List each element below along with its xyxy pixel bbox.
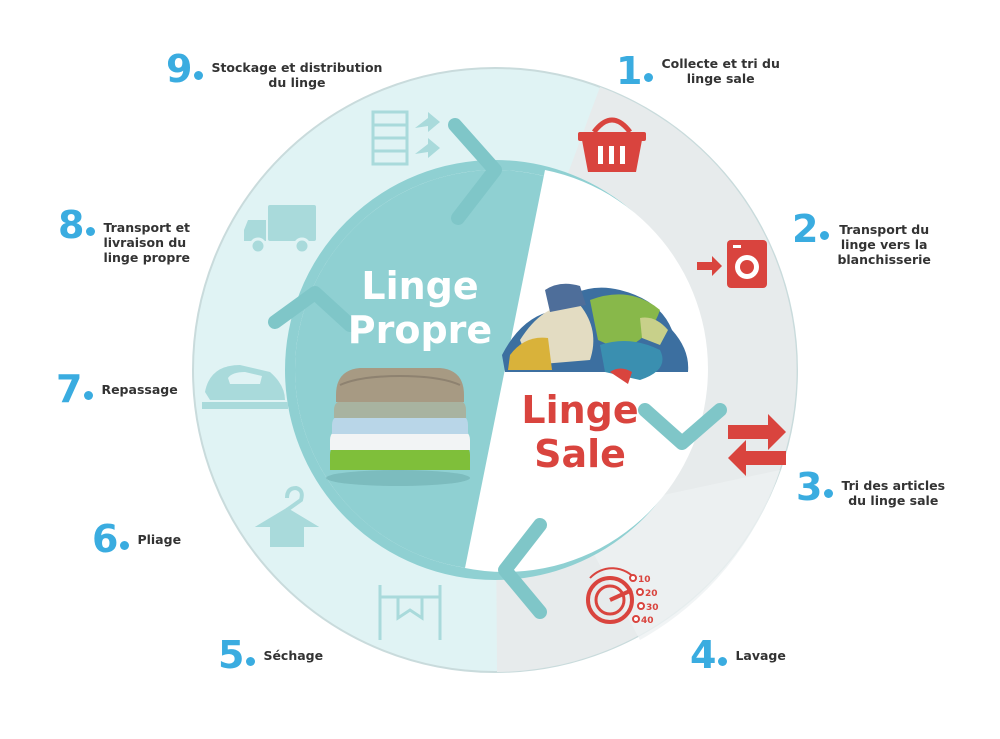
chevron-right-icon — [638, 403, 727, 450]
step-7: 7 Repassage — [56, 370, 178, 408]
step-number: 4 — [690, 636, 727, 674]
step-4: 4 Lavage — [690, 636, 786, 674]
step-number: 6 — [92, 520, 129, 558]
step-5: 5 Séchage — [218, 636, 323, 674]
chevron-bottom-icon — [498, 518, 547, 619]
chevron-top-icon — [448, 118, 502, 225]
folded-linen-photo — [326, 368, 470, 486]
chevron-left-icon — [268, 286, 357, 332]
thermostat-dial-icon — [586, 567, 645, 624]
step-8: 8 Transport et livraison du linge propre — [58, 206, 190, 265]
step-label: Pliage — [137, 531, 182, 547]
step-label: Repassage — [101, 381, 178, 397]
swap-arrows-icon — [728, 414, 786, 476]
step-2: 2 Transport du linge vers la blanchisser… — [792, 210, 931, 267]
shelf-icon — [371, 110, 440, 166]
step-number: 7 — [56, 370, 93, 408]
basket-icon — [578, 117, 646, 172]
clean-linen-title: Linge Propre — [347, 264, 493, 352]
step-1: 1 Collecte et tri du linge sale — [616, 52, 780, 90]
step-number: 1 — [616, 52, 653, 90]
step-number: 2 — [792, 210, 829, 248]
step-label: Transport et livraison du linge propre — [103, 220, 191, 265]
step-label: Lavage — [735, 647, 786, 663]
thermostat-tick: 40 — [641, 616, 654, 626]
washing-machine-icon — [697, 240, 767, 288]
step-label: Tri des articles du linge sale — [841, 478, 946, 508]
step-label: Stockage et distribution du linge — [211, 60, 383, 90]
step-label: Collecte et tri du linge sale — [661, 56, 780, 86]
truck-icon — [244, 205, 316, 255]
step-number: 5 — [218, 636, 255, 674]
step-9: 9 Stockage et distribution du linge — [166, 50, 382, 90]
iron-icon — [202, 365, 288, 409]
thermostat-tick: 10 — [638, 575, 651, 585]
thermostat-tick-labels: 10 20 30 40 — [638, 575, 659, 626]
step-number: 9 — [166, 50, 203, 88]
step-number: 3 — [796, 468, 833, 506]
thermostat-tick: 30 — [646, 603, 659, 613]
step-label: Transport du linge vers la blanchisserie — [837, 222, 931, 267]
thermostat-tick: 20 — [645, 589, 658, 599]
hanger-icon — [254, 485, 320, 547]
drying-rack-icon — [378, 585, 442, 640]
step-3: 3 Tri des articles du linge sale — [796, 468, 945, 508]
dirty-laundry-photo — [502, 283, 689, 384]
step-label: Séchage — [263, 647, 324, 663]
step-6: 6 Pliage — [92, 520, 181, 558]
step-number: 8 — [58, 206, 95, 244]
dirty-linen-title: Linge Sale — [521, 388, 639, 476]
